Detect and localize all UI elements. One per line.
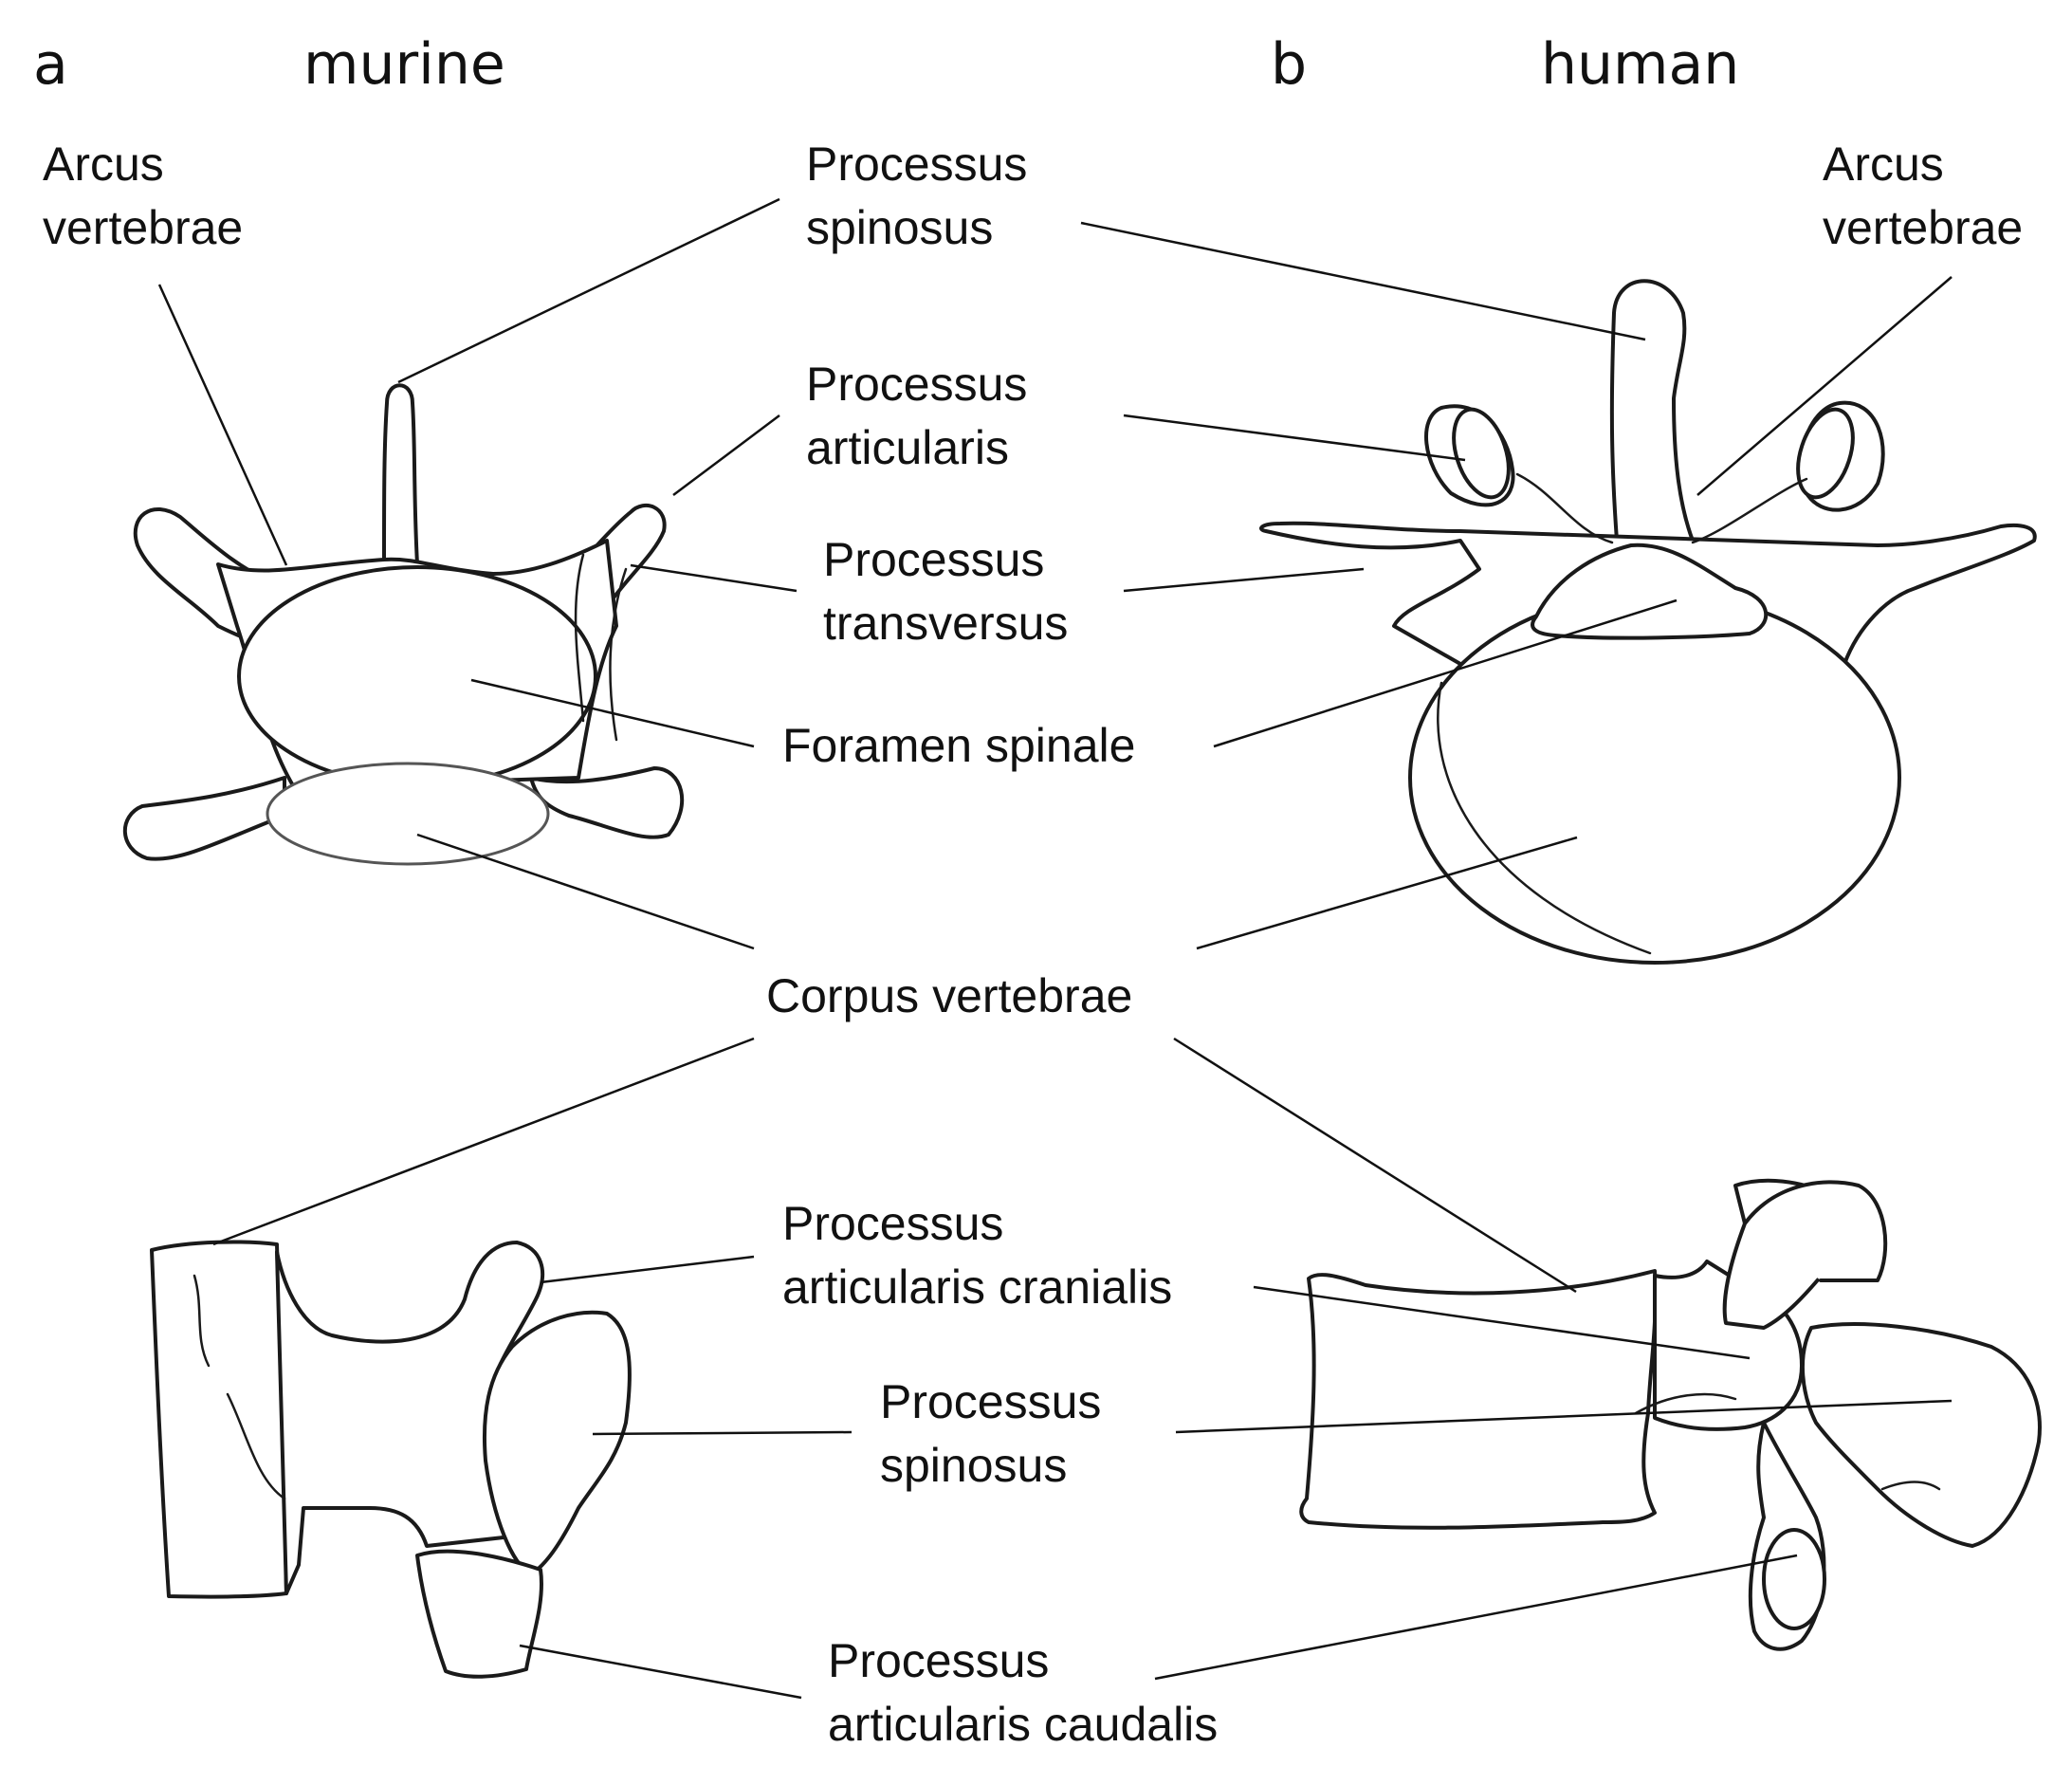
leader-caudalis-human — [1154, 1554, 1798, 1681]
panel-a-letter: a — [33, 31, 68, 98]
label-processus-articularis-cranialis: Processus articularis cranialis — [782, 1197, 1172, 1314]
leader-cranialis-human — [1253, 1285, 1751, 1360]
label-foramen-spinale: Foramen spinale — [782, 719, 1135, 772]
leader-cranialis-murine — [540, 1255, 755, 1284]
leader-articularis-murine — [672, 414, 780, 496]
leader-lines — [157, 197, 1953, 1700]
label-corpus-vertebrae: Corpus vertebrae — [766, 969, 1132, 1022]
human-vertebra-lateral-view — [1299, 1178, 2042, 1651]
leader-foramen-murine — [470, 678, 755, 748]
leader-transversus-human — [1123, 567, 1365, 593]
label-processus-spinosus-top: Processus spinosus — [806, 138, 1040, 254]
leader-spinosus-top-murine — [397, 197, 780, 384]
leader-corpus-human-lateral — [1173, 1037, 1577, 1294]
panel-b-species: human — [1541, 31, 1739, 98]
label-arcus-vertebrae-left: Arcus vertebrae — [43, 138, 243, 254]
leader-arcus-left — [157, 284, 288, 566]
leader-spinosus-lateral-murine — [592, 1430, 853, 1436]
leader-articularis-human — [1123, 414, 1466, 462]
leader-foramen-human — [1213, 598, 1678, 748]
label-arcus-vertebrae-right: Arcus vertebrae — [1823, 138, 2023, 254]
label-processus-transversus: Processus transversus — [823, 533, 1068, 650]
leader-caudalis-murine — [519, 1644, 802, 1700]
leader-spinosus-top-human — [1080, 221, 1646, 341]
leader-corpus-murine — [416, 833, 755, 950]
panel-b-letter: b — [1271, 31, 1307, 98]
human-vertebra-cranial-view — [1259, 279, 2037, 965]
murine-vertebra-cranial-view — [122, 383, 685, 866]
label-processus-articularis-caudalis: Processus articularis caudalis — [828, 1634, 1218, 1751]
leader-corpus-murine-lateral — [212, 1037, 755, 1246]
label-processus-spinosus-lateral: Processus spinosus — [880, 1375, 1114, 1492]
murine-vertebra-lateral-view — [150, 1240, 632, 1679]
leader-spinosus-lateral-human — [1175, 1399, 1953, 1434]
label-processus-articularis: Processus articularis — [806, 358, 1040, 474]
leader-corpus-human-cranial — [1196, 836, 1578, 950]
leader-arcus-right — [1696, 276, 1953, 496]
leader-transversus-murine — [630, 563, 798, 593]
panel-a-species: murine — [303, 31, 505, 98]
